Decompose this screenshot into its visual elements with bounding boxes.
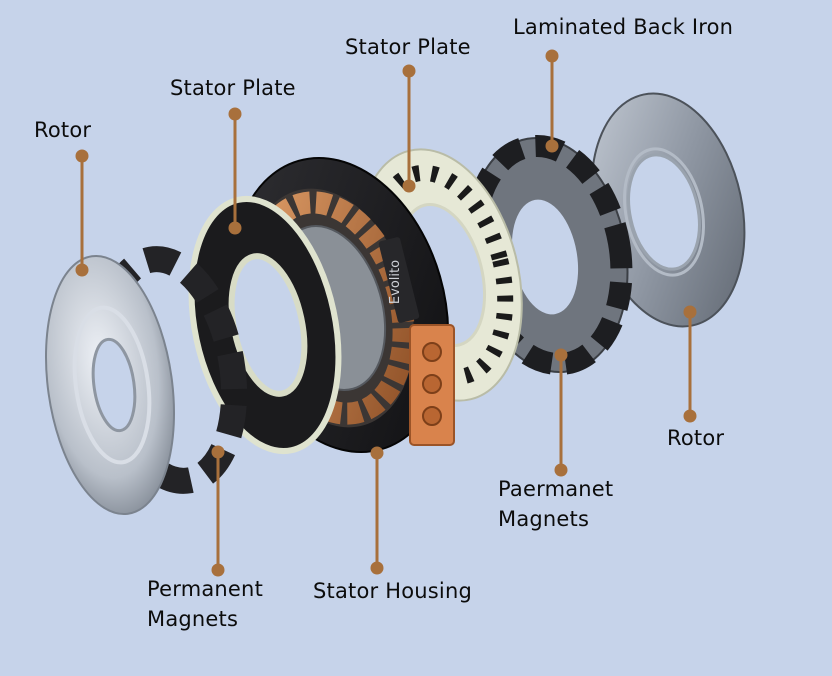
housing-logo: Evolito [388, 260, 403, 304]
label-stator-housing: Stator Housing [313, 579, 472, 603]
leader-dot [370, 561, 384, 575]
rotor-right-disc [590, 92, 746, 328]
power-connector [409, 324, 455, 446]
leader-dot [554, 348, 568, 362]
leader-dot [554, 463, 568, 477]
leader-dot [370, 446, 384, 460]
leader-dot [228, 107, 242, 121]
label-laminated-back-iron: Laminated Back Iron [513, 15, 734, 39]
leader-dot [545, 49, 559, 63]
leader-dot [75, 263, 89, 277]
leader-dot [402, 179, 416, 193]
label-stator-plate-center: Stator Plate [345, 35, 471, 59]
leader-lines [75, 49, 697, 577]
leader-dot [683, 305, 697, 319]
label-permanent-line1: Permanent [147, 577, 263, 601]
leader-dot [402, 64, 416, 78]
leader-dot [75, 149, 89, 163]
rotor-left-disc [44, 254, 176, 516]
leader-dot [211, 563, 225, 577]
label-permanent-line2: Magnets [147, 607, 239, 631]
label-rotor-left: Rotor [34, 118, 92, 142]
label-rotor-right: Rotor [667, 426, 725, 450]
leader-dot [683, 409, 697, 423]
label-paermanet-magnets: Paermanet Magnets [498, 474, 613, 534]
leader-dot [228, 221, 242, 235]
leader-dot [211, 445, 225, 459]
label-stator-plate-left: Stator Plate [170, 76, 296, 100]
label-paermanet-line2: Magnets [498, 507, 590, 531]
leader-dot [545, 139, 559, 153]
label-permanent-magnets: Permanent Magnets [147, 574, 263, 634]
label-paermanet-line1: Paermanet [498, 477, 614, 501]
